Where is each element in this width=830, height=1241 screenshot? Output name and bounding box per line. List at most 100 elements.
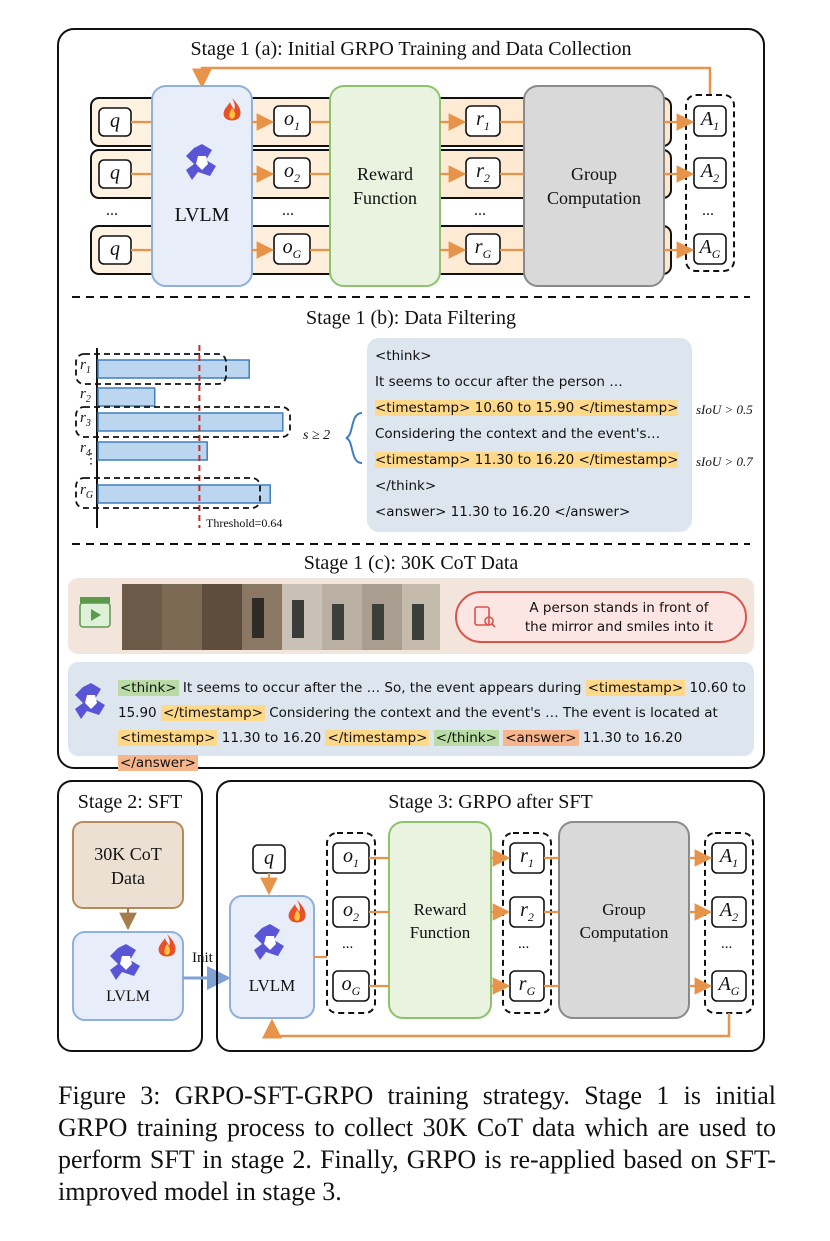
reward-bars [97, 359, 284, 504]
condition-label: s ≥ 2 [303, 428, 331, 443]
reward-function-box-1a [329, 85, 441, 287]
cot-data-label: 30K CoT Data [73, 842, 183, 890]
selected-bar-highlights [75, 353, 291, 509]
stage2-frame [57, 780, 203, 1052]
reward-label-line1: Reward [413, 900, 467, 919]
reward-label: r1 [520, 845, 534, 870]
ellipsis: ... [106, 202, 118, 219]
cot-line: <think> [375, 348, 432, 364]
bar-label: r4 [80, 440, 91, 459]
cot-line: Considering the context and the event's… [375, 426, 661, 442]
advantage-label: A1 [700, 108, 720, 133]
advantage-label: A2 [719, 899, 739, 924]
cot-output-text: <think> It seems to occur after the … So… [118, 680, 746, 771]
query-text: A person stands in front of the mirror a… [504, 599, 734, 637]
figure-caption: Figure 3: GRPO-SFT-GRPO training strateg… [58, 1081, 776, 1206]
advantage-label: AG [699, 236, 721, 261]
video-frames [122, 584, 440, 650]
advantage-boxes-1a [693, 105, 727, 265]
cot-line: <timestamp> 10.60 to 15.90 </timestamp> [375, 400, 679, 416]
row-arrows-1a [131, 113, 695, 259]
ellipsis: ... [282, 202, 294, 219]
query-label: q [110, 162, 120, 184]
output-group-stage3 [326, 832, 376, 1014]
reward-boxes-1a [465, 105, 501, 265]
siou-label: sIoU > 0.5 [696, 402, 753, 417]
cot-line: It seems to occur after the person … [375, 374, 623, 390]
brace-icon [345, 412, 363, 464]
query-label: q [110, 238, 120, 260]
feedback-arrow-1a [192, 66, 712, 95]
lvlm-label: LVLM [106, 988, 150, 1005]
stage1c-title: Stage 1 (c): 30K CoT Data [303, 552, 519, 574]
reward-label-line2: Function [352, 188, 417, 208]
advantage-boxes-stage3 [711, 842, 747, 1002]
group-computation-label: Group Computation [524, 162, 664, 210]
group-label-line2: Computation [547, 188, 641, 208]
bar-label: r2 [80, 386, 91, 405]
query-text-line2: the mirror and smiles into it [524, 619, 714, 635]
ellipsis: ... [721, 936, 733, 952]
group-computation-box-1a [523, 85, 665, 287]
group-computation-label: Group Computation [559, 898, 689, 944]
output-label: o1 [343, 845, 359, 870]
timestamp-tag: </timestamp> [160, 705, 265, 721]
cot-line: <answer> 11.30 to 16.20 </answer> [375, 504, 631, 520]
reward-label: r2 [520, 899, 534, 924]
ellipsis: ... [702, 202, 714, 219]
group-computation-box-stage3 [558, 821, 690, 1019]
bar-ellipsis: ⋮ [84, 452, 98, 467]
stage1-frame [57, 28, 765, 769]
stage1b-title: Stage 1 (b): Data Filtering [306, 307, 516, 329]
cot-line: <timestamp> 11.30 to 16.20 </timestamp> [375, 452, 679, 468]
think-tag: </think> [433, 730, 499, 746]
bar-label: r3 [80, 410, 91, 429]
stage3-frame [216, 780, 765, 1052]
reward-label: r1 [476, 108, 490, 133]
reward-label: rG [518, 973, 536, 998]
cot-example-box [367, 338, 692, 532]
answer-tag: </answer> [118, 755, 198, 771]
group-label-line1: Group [571, 164, 617, 184]
query-pill [455, 591, 747, 643]
advantage-label: AG [718, 973, 740, 998]
bar-label: r1 [80, 357, 91, 376]
ellipsis: ... [474, 202, 486, 219]
row-arrows-stage3 [369, 849, 713, 995]
reward-label-line1: Reward [357, 164, 413, 184]
reward-group-stage3 [502, 832, 552, 1014]
reward-label: r2 [476, 160, 490, 185]
reward-bar [97, 484, 271, 504]
cot-data-line1: 30K CoT [94, 844, 162, 864]
lvlm-label: LVLM [174, 204, 230, 226]
stage1a-title: Stage 1 (a): Initial GRPO Training and D… [190, 38, 632, 60]
timestamp-tag: <timestamp> [118, 730, 218, 746]
cot-data-line2: Data [111, 868, 145, 888]
reward-bar [97, 412, 284, 432]
think-tag: <think> [118, 680, 179, 696]
reward-label-line2: Function [409, 923, 471, 942]
reward-function-label: Reward Function [330, 162, 440, 210]
document-search-icon [474, 606, 496, 628]
cot-line: </think> [375, 478, 437, 494]
advantage-label: A1 [719, 845, 739, 870]
group-label-line1: Group [602, 900, 646, 919]
timestamp-tag: </timestamp> [325, 730, 430, 746]
group-label-line2: Computation [579, 923, 669, 942]
output-label: oG [341, 973, 361, 998]
output-label: o2 [284, 160, 300, 185]
output-boxes-1a [273, 105, 311, 265]
ellipsis: ... [342, 936, 354, 952]
reward-bar [97, 387, 156, 407]
stage3-title: Stage 3: GRPO after SFT [388, 791, 593, 813]
lvlm-label: LVLM [248, 976, 296, 995]
reward-function-box-stage3 [388, 821, 492, 1019]
reward-label: rG [474, 236, 492, 261]
output-label: o1 [284, 108, 300, 133]
lvlm-box-1a [151, 85, 253, 287]
output-label: o2 [343, 899, 359, 924]
query-label: q [110, 110, 120, 132]
timestamp-tag: <timestamp> [585, 680, 686, 696]
stage2-title: Stage 2: SFT [77, 791, 183, 813]
reward-bar [97, 359, 250, 379]
